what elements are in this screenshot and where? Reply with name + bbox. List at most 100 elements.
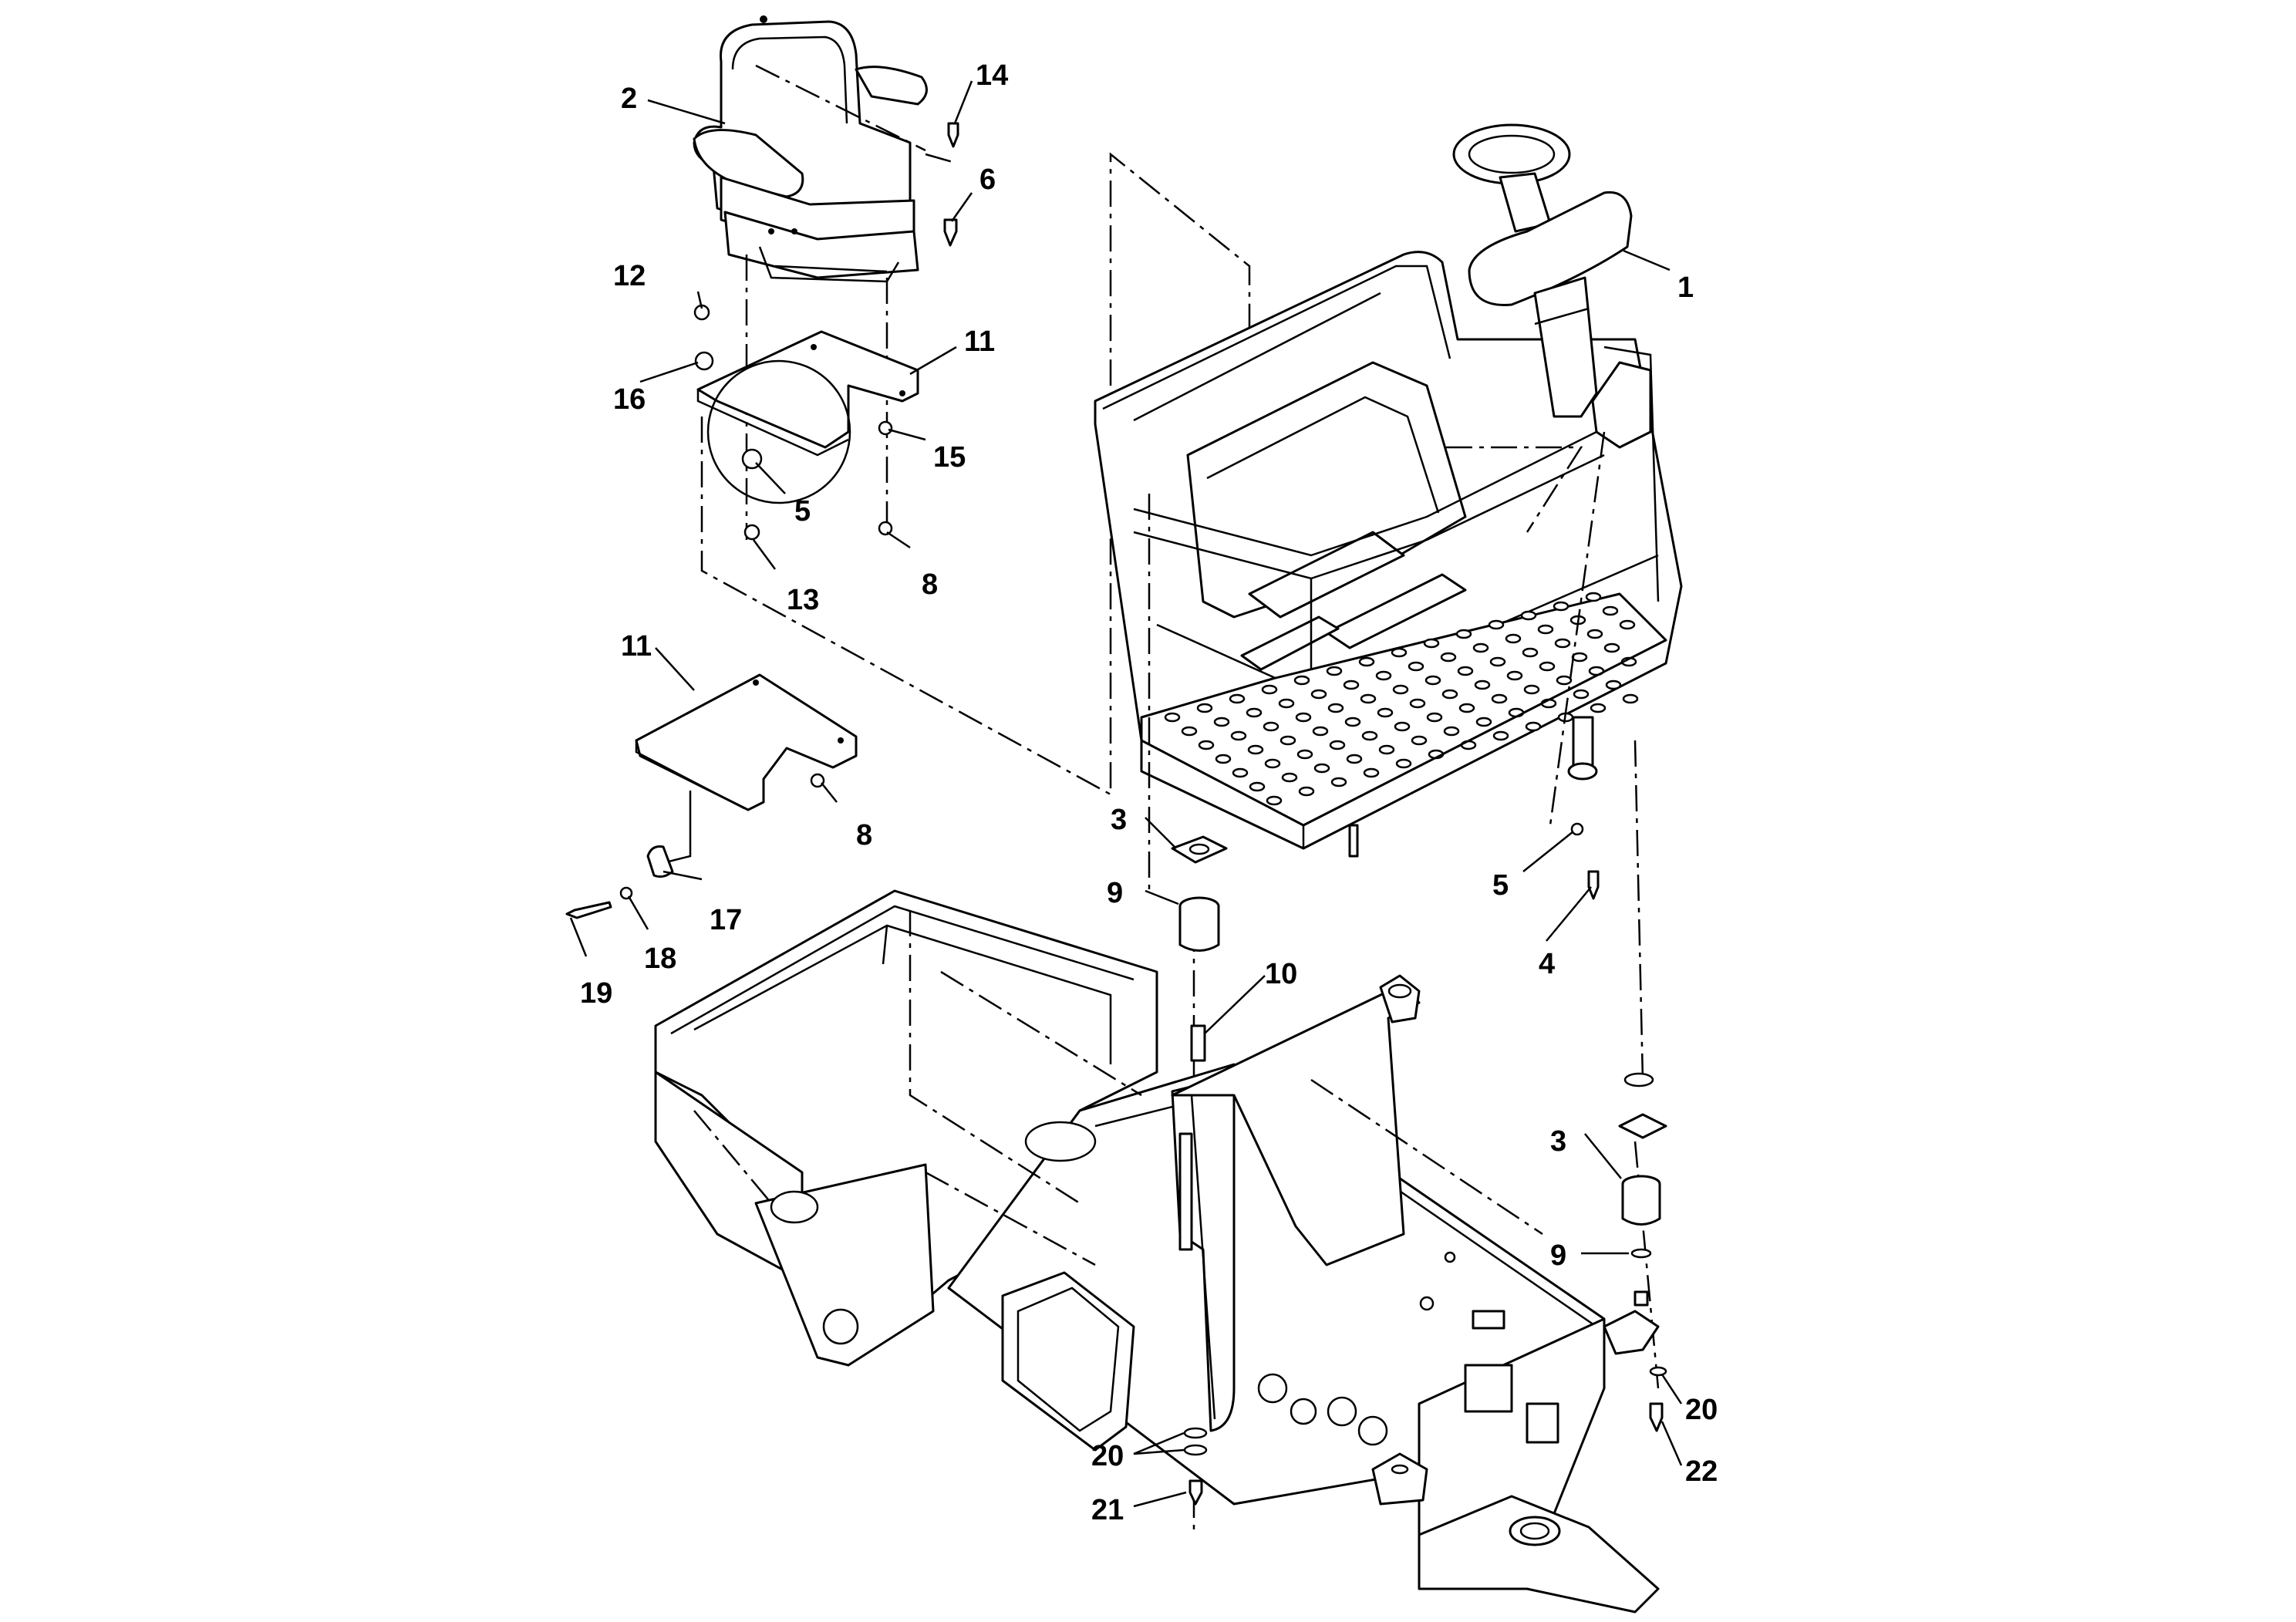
grate-hole [1523, 684, 1540, 695]
grate-hole [1455, 629, 1472, 639]
grate-hole [1378, 744, 1395, 755]
callout-3: 3 [1550, 1125, 1566, 1158]
grate-hole [1619, 619, 1636, 630]
callout-11: 11 [964, 325, 995, 358]
grate-hole [1363, 767, 1380, 778]
grate-hole [1266, 795, 1283, 806]
grate-hole [1411, 735, 1428, 746]
seat-mounting-plate-lower [635, 673, 858, 811]
grate-hole [1506, 670, 1523, 681]
grate-hole [1261, 684, 1278, 695]
seat-assembly [693, 15, 928, 283]
callout-17: 17 [710, 904, 742, 936]
grate-hole [1230, 730, 1247, 741]
steering-console [1452, 123, 1652, 449]
grate-hole [1326, 666, 1343, 676]
grate-hole [1375, 670, 1392, 681]
grate-hole [1394, 721, 1411, 732]
grate-hole [1554, 638, 1571, 649]
grate-hole [1458, 703, 1475, 713]
chassis-hidden-lines [693, 910, 1543, 1266]
grate-hole [1460, 740, 1477, 750]
grate-hole [1198, 740, 1215, 750]
grate-hole [1475, 717, 1492, 727]
grate-hole [1298, 786, 1315, 797]
grate-hole [1492, 730, 1509, 741]
grate-hole [1472, 642, 1489, 653]
grate-hole [1249, 781, 1266, 792]
callout-20: 20 [1685, 1394, 1718, 1426]
grate-hole [1602, 605, 1619, 616]
grate-hole [1443, 726, 1460, 737]
callout-13: 13 [787, 584, 819, 616]
grate-hole [1296, 749, 1313, 760]
grate-hole [1571, 652, 1588, 663]
grate-hole [1229, 693, 1246, 704]
callout-21: 21 [1091, 1494, 1124, 1526]
grate-hole [1213, 717, 1230, 727]
callout-4: 4 [1539, 948, 1555, 980]
grate-hole [1232, 767, 1249, 778]
grate-hole [1164, 712, 1181, 723]
grate-hole [1457, 666, 1474, 676]
grate-hole [1196, 703, 1213, 713]
grate-hole [1295, 712, 1312, 723]
operator-platform [1094, 251, 1683, 858]
grate-hole [1539, 661, 1556, 672]
grate-hole [1440, 652, 1457, 663]
grate-hole [1573, 689, 1590, 700]
floor-grate-holes [1164, 592, 1639, 806]
grate-hole [1553, 601, 1569, 612]
callout-15: 15 [933, 441, 966, 474]
callout-9: 9 [1550, 1239, 1566, 1272]
chassis-frame [654, 889, 1660, 1614]
grate-hole [1520, 610, 1537, 621]
grate-hole [1377, 707, 1394, 718]
grate-hole [1395, 758, 1412, 769]
grate-hole [1361, 730, 1378, 741]
callout-5: 5 [1492, 869, 1509, 902]
callout-10: 10 [1265, 958, 1297, 990]
grate-hole [1505, 633, 1522, 644]
grate-hole [1329, 740, 1346, 750]
grate-hole [1423, 638, 1440, 649]
grate-hole [1215, 754, 1232, 764]
grate-hole [1312, 726, 1329, 737]
callout-14: 14 [976, 59, 1008, 92]
grate-hole [1586, 629, 1603, 639]
grate-hole [1605, 679, 1622, 690]
grate-hole [1247, 744, 1264, 755]
callout-18: 18 [644, 943, 676, 975]
callout-1: 1 [1677, 271, 1694, 304]
callout-6: 6 [979, 164, 996, 196]
callout-12: 12 [613, 260, 646, 292]
grate-hole [1488, 619, 1505, 630]
grate-hole [1491, 693, 1508, 704]
callout-19: 19 [580, 977, 612, 1010]
callout-22: 22 [1685, 1455, 1718, 1488]
grate-hole [1409, 698, 1426, 709]
grate-hole [1358, 656, 1375, 667]
grate-hole [1622, 693, 1639, 704]
grate-hole [1327, 703, 1344, 713]
grate-hole [1537, 624, 1554, 635]
grate-hole [1330, 777, 1347, 787]
grate-hole [1522, 647, 1539, 658]
grate-hole [1343, 679, 1360, 690]
grate-hole [1278, 698, 1295, 709]
grate-hole [1585, 592, 1602, 602]
grate-hole [1441, 689, 1458, 700]
grate-hole [1346, 754, 1363, 764]
grate-hole [1281, 772, 1298, 783]
grate-hole [1181, 726, 1198, 737]
callout-2: 2 [621, 83, 637, 115]
grate-hole [1293, 675, 1310, 686]
callout-3: 3 [1111, 804, 1127, 836]
callout-labels: 1 2 3 3 4 5 5 6 8 8 9 9 10 11 11 12 13 1… [580, 59, 1718, 1526]
grate-hole [1489, 656, 1506, 667]
grate-hole [1590, 703, 1607, 713]
callout-8: 8 [922, 568, 938, 601]
grate-hole [1424, 675, 1441, 686]
callout-16: 16 [613, 383, 646, 416]
